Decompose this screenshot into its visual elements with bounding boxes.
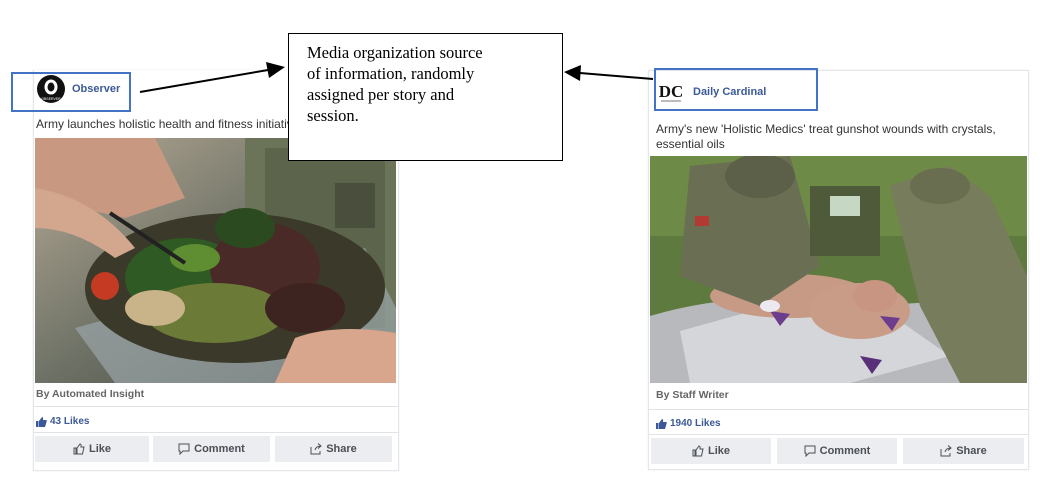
likes-label: 1940 Likes: [670, 418, 721, 429]
headline-line: Army's new 'Holistic Medics' treat gunsh…: [656, 122, 996, 136]
like-label: Like: [88, 443, 111, 455]
share-icon: [940, 445, 952, 457]
like-button[interactable]: Like: [35, 436, 149, 462]
observer-logo: OBSERVER: [37, 75, 65, 103]
arrowhead-right: [564, 65, 581, 81]
comment-label: Comment: [819, 445, 871, 457]
source-highlight-box: [654, 68, 818, 111]
share-label: Share: [956, 445, 987, 457]
divider: [649, 409, 1028, 410]
share-icon: [310, 443, 322, 455]
comment-label: Comment: [194, 443, 245, 455]
medics-photo[interactable]: [650, 156, 1027, 383]
comment-icon: [804, 445, 816, 457]
source-header[interactable]: DC Daily Cardinal: [657, 80, 766, 104]
likes-count[interactable]: 43 Likes: [36, 416, 89, 427]
news-post-daily-cardinal: DC Daily Cardinal Army's new 'Holistic M…: [648, 70, 1029, 470]
callout-line: Media organization source: [307, 43, 483, 62]
svg-text:OBSERVER: OBSERVER: [41, 97, 61, 101]
salad-photo[interactable]: [35, 138, 396, 383]
byline: By Staff Writer: [656, 389, 729, 401]
divider: [649, 434, 1028, 435]
callout-line: assigned per story and: [307, 85, 455, 104]
headline-line: essential oils: [656, 137, 725, 151]
callout-line: of information, randomly: [307, 64, 475, 83]
share-button[interactable]: Share: [903, 438, 1024, 464]
share-label: Share: [326, 443, 357, 455]
annotation-callout: Media organization source of information…: [288, 33, 563, 161]
likes-count[interactable]: 1940 Likes: [656, 418, 721, 429]
source-name[interactable]: Observer: [72, 83, 121, 95]
comment-button[interactable]: Comment: [777, 438, 897, 464]
headline[interactable]: Army's new 'Holistic Medics' treat gunsh…: [656, 122, 996, 152]
likes-label: 43 Likes: [50, 416, 90, 427]
thumbs-up-icon: [656, 418, 667, 429]
divider: [34, 406, 398, 407]
comment-icon: [178, 443, 190, 455]
callout-line: session.: [307, 106, 359, 125]
like-label: Like: [707, 445, 730, 457]
arrow-right: [579, 72, 654, 80]
thumbs-up-icon: [36, 416, 47, 427]
comment-button[interactable]: Comment: [153, 436, 270, 462]
like-button[interactable]: Like: [651, 438, 771, 464]
headline[interactable]: Army launches holistic health and fitnes…: [36, 117, 300, 131]
salad-image: [35, 138, 396, 383]
thumbs-up-icon: [73, 443, 85, 455]
medics-image: [650, 156, 1027, 383]
svg-text:DC: DC: [659, 82, 684, 101]
daily-cardinal-logo: DC: [657, 80, 685, 104]
byline: By Automated Insight: [36, 388, 145, 400]
source-highlight-box: [11, 72, 131, 112]
share-button[interactable]: Share: [275, 436, 392, 462]
thumbs-up-icon: [692, 445, 704, 457]
source-name[interactable]: Daily Cardinal: [693, 86, 767, 98]
source-header[interactable]: OBSERVER Observer: [36, 74, 120, 104]
divider: [34, 432, 398, 433]
